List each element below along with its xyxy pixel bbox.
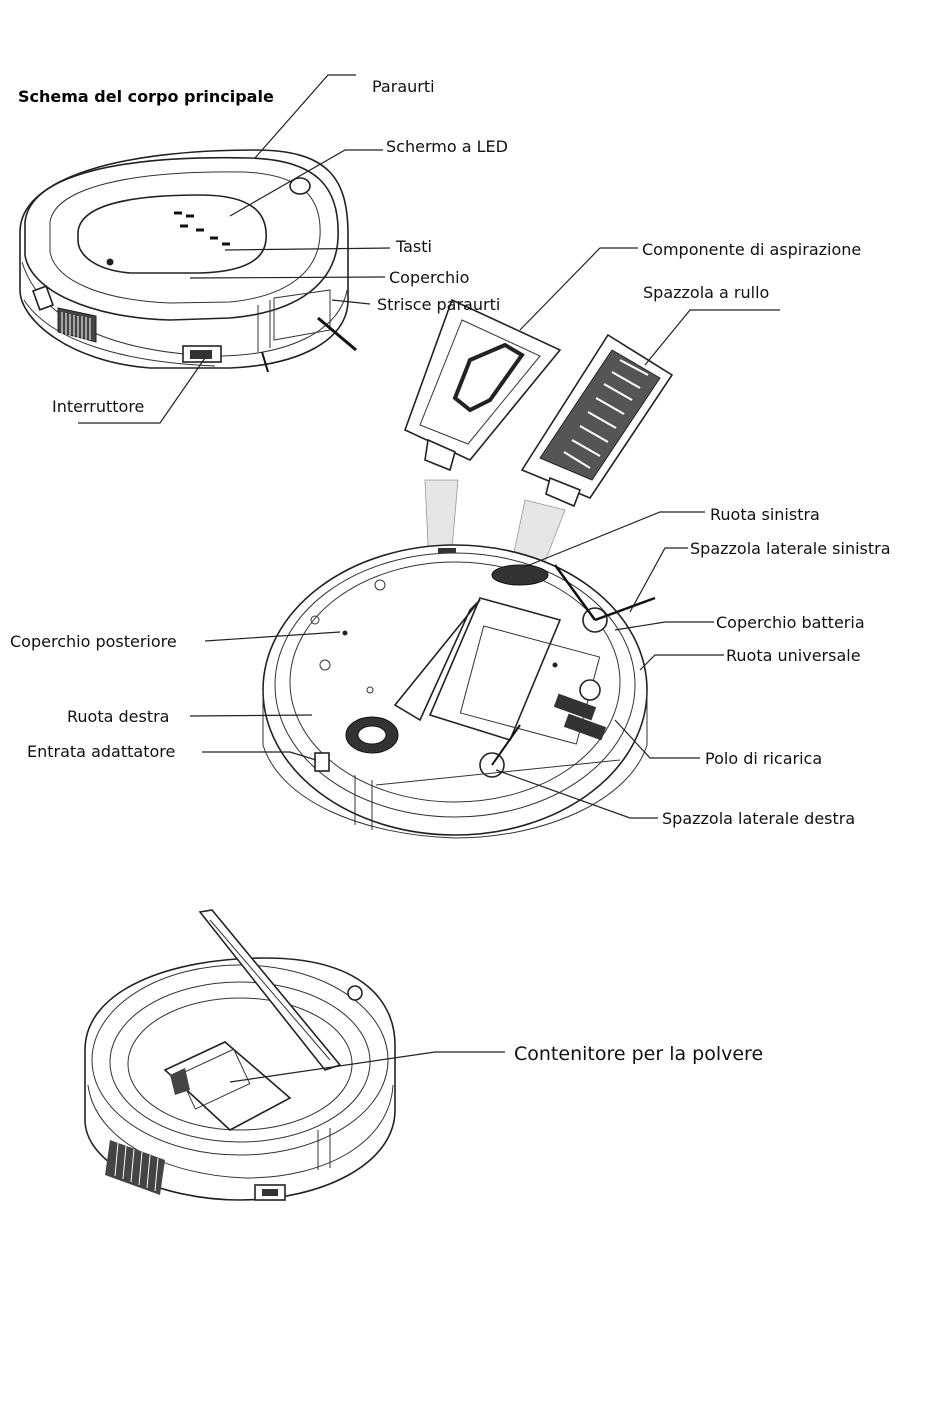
label-polo-ricarica: Polo di ricarica [705,749,822,768]
label-componente-aspirazione: Componente di aspirazione [642,240,861,259]
leader-suction [519,247,638,331]
diagram-title: Schema del corpo principale [18,87,274,106]
robot-top-view [19,149,357,373]
robot-bottom-view [262,544,656,839]
roller-brush [520,333,674,508]
robot-dust-view [84,909,396,1201]
label-spazzola-laterale-destra: Spazzola laterale destra [662,809,855,828]
wheel-right [345,716,399,754]
label-ruota-universale: Ruota universale [726,646,861,665]
suction-component [403,298,562,472]
label-spazzola-laterale-sinistra: Spazzola laterale sinistra [690,539,891,558]
label-ruota-sinistra: Ruota sinistra [710,505,820,524]
label-coperchio-batteria: Coperchio batteria [716,613,865,632]
label-strisce-paraurti: Strisce paraurti [377,295,500,314]
wheel-left [491,564,549,586]
label-spazzola-rullo: Spazzola a rullo [643,283,769,302]
label-ruota-destra: Ruota destra [67,707,169,726]
leader-dust [229,1051,505,1083]
label-coperchio: Coperchio [389,268,469,287]
leader-lines-top [78,74,391,424]
label-contenitore-polvere: Contenitore per la polvere [514,1043,763,1065]
label-entrata-adattatore: Entrata adattatore [27,742,175,761]
label-tasti: Tasti [395,237,432,256]
leader-lines-bottom [189,511,724,819]
label-coperchio-posteriore: Coperchio posteriore [10,632,177,651]
label-paraurti: Paraurti [372,77,435,96]
label-schermo-led: Schermo a LED [386,137,508,156]
label-interruttore: Interruttore [52,397,144,416]
leader-roller [644,309,780,366]
